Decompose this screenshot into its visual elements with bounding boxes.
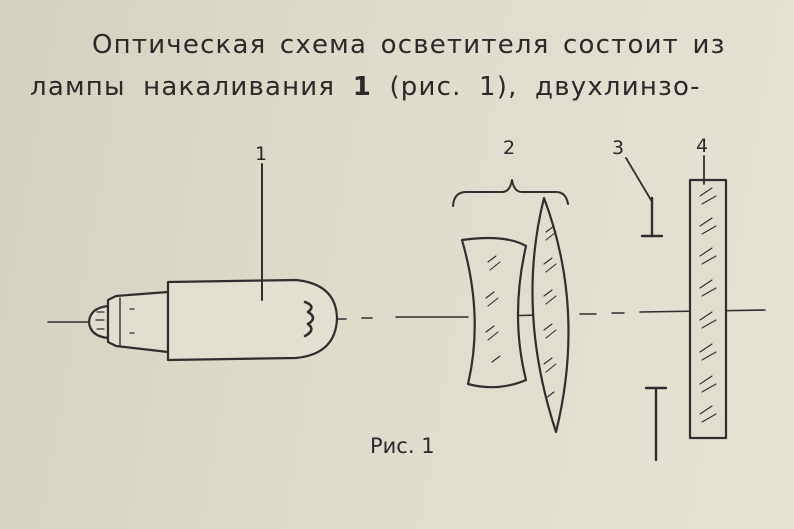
figure-caption: Рис. 1 bbox=[370, 434, 435, 458]
paragraph-line-2-bold-ref: 1 bbox=[352, 72, 372, 102]
light-filter bbox=[688, 155, 728, 440]
label-filter: 4 bbox=[696, 135, 708, 157]
label-lamp: 1 bbox=[255, 143, 267, 165]
incandescent-lamp bbox=[87, 163, 339, 362]
two-lens-condenser bbox=[452, 179, 570, 434]
paragraph-line-2-prefix: лампы накаливания bbox=[30, 72, 353, 102]
label-condenser: 2 bbox=[503, 137, 515, 159]
paragraph-line-2-suffix: (рис. 1), двухлинзо- bbox=[372, 72, 701, 102]
field-diaphragm bbox=[625, 157, 668, 462]
label-diaphragm: 3 bbox=[612, 137, 624, 159]
paragraph-line-2: лампы накаливания 1 (рис. 1), двухлинзо- bbox=[30, 72, 701, 102]
paragraph-line-1: Оптическая схема осветителя состоит из bbox=[92, 30, 726, 60]
